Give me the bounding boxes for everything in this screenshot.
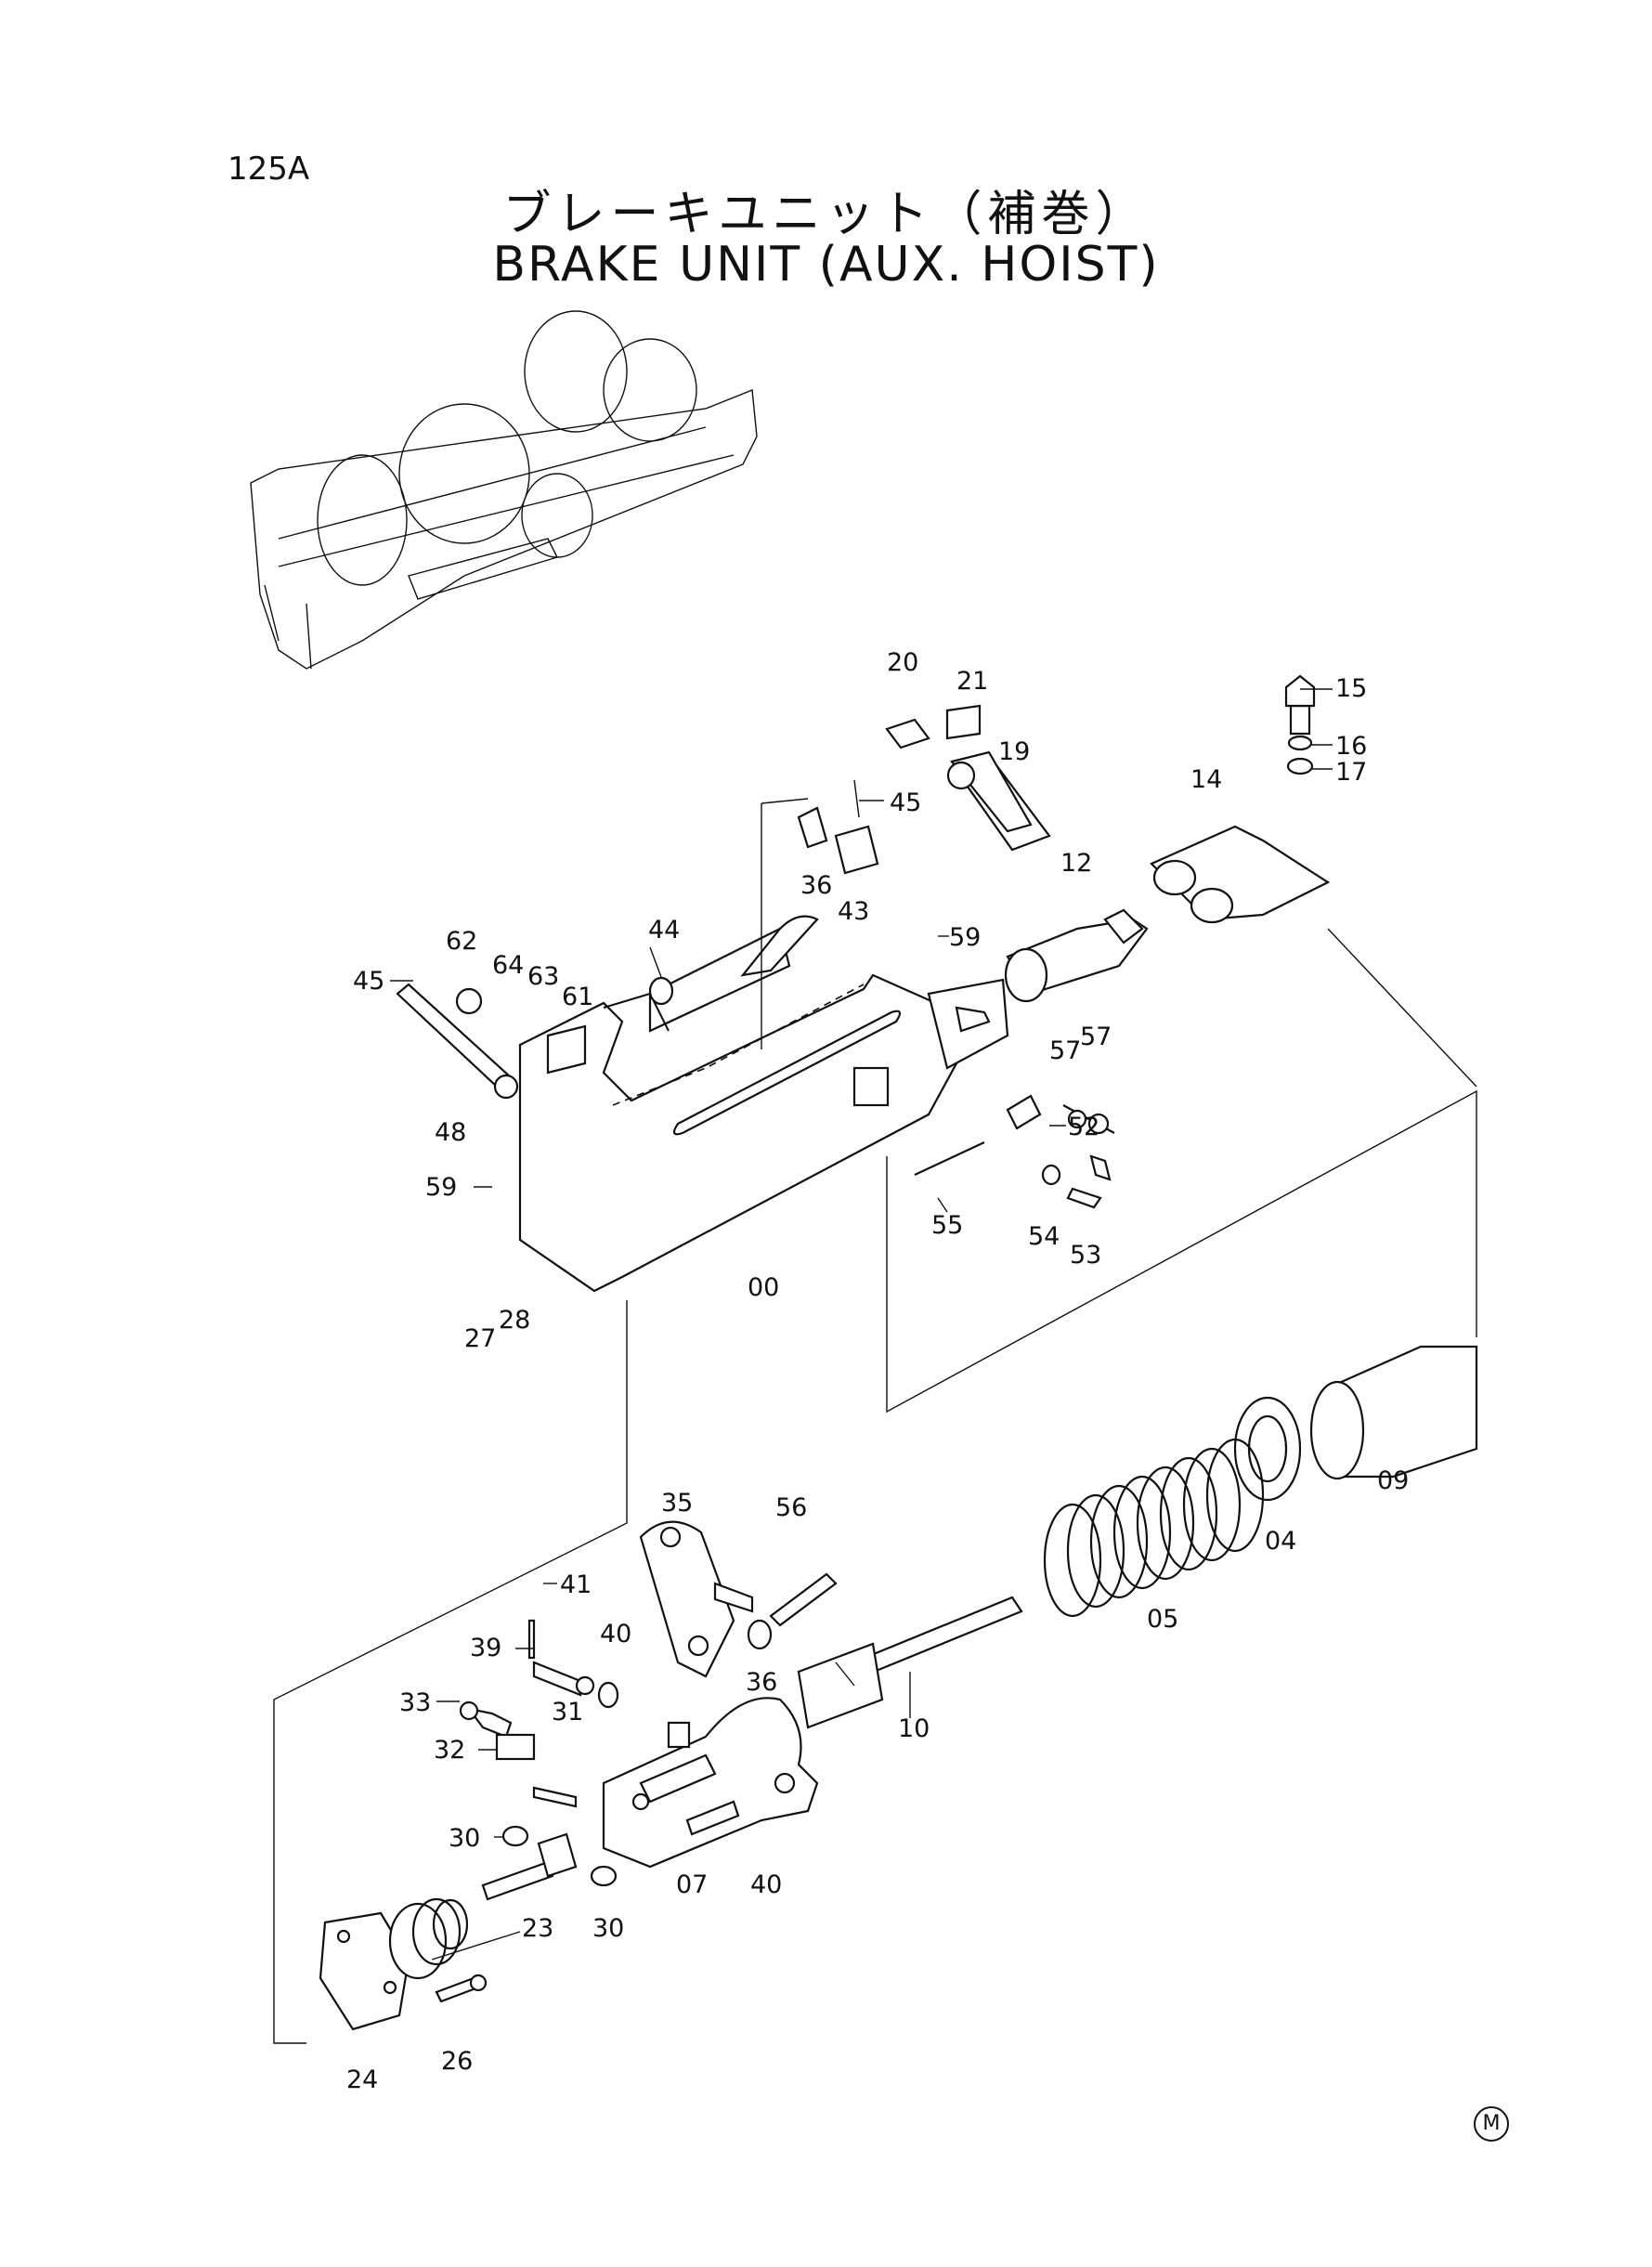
label-17: 17 (1335, 758, 1367, 787)
label-64: 64 (492, 951, 524, 980)
label-40: 40 (600, 1620, 631, 1648)
title-japanese: ブレーキユニット（補巻） (502, 187, 1150, 242)
label-44: 44 (648, 916, 680, 945)
small-hardware-parts (459, 1619, 619, 1901)
label-63: 63 (527, 962, 559, 991)
assembly-guide-lines (273, 798, 1477, 2044)
label-09: 09 (1377, 1466, 1409, 1495)
page-number: 125A (228, 150, 310, 188)
label-16: 16 (1335, 732, 1367, 761)
label-48: 48 (435, 1118, 466, 1147)
corner-mark: M (1474, 2106, 1509, 2142)
label-12: 12 (1060, 849, 1092, 878)
label-30b: 30 (592, 1914, 624, 1943)
label-39: 39 (470, 1634, 501, 1662)
label-07: 07 (676, 1870, 708, 1899)
brake-chamber-part (319, 1897, 488, 2031)
label-56: 56 (775, 1493, 807, 1522)
label-55: 55 (931, 1211, 963, 1240)
label-59b: 59 (425, 1173, 457, 1202)
label-26: 26 (441, 2047, 473, 2076)
label-leader-lines (390, 688, 1333, 1838)
lower-lever-parts (639, 1520, 838, 1678)
winch-overview-sketch (250, 310, 758, 670)
label-05: 05 (1147, 1605, 1178, 1634)
label-20: 20 (887, 648, 918, 677)
label-52: 52 (1068, 1113, 1099, 1141)
main-frame-part (518, 915, 1009, 1293)
label-36b: 36 (746, 1668, 777, 1697)
label-04: 04 (1265, 1527, 1296, 1556)
label-57a: 57 (1049, 1036, 1081, 1065)
label-54: 54 (1028, 1222, 1060, 1251)
label-45b: 45 (353, 967, 384, 996)
label-53: 53 (1070, 1241, 1101, 1270)
rod-part (797, 1596, 1023, 1729)
label-41: 41 (560, 1570, 592, 1599)
label-62: 62 (446, 927, 477, 956)
label-36: 36 (800, 871, 832, 900)
label-32: 32 (434, 1736, 465, 1765)
label-19: 19 (998, 737, 1030, 766)
label-59: 59 (949, 923, 981, 952)
top-upper-parts (396, 674, 1331, 1209)
label-40b: 40 (750, 1870, 782, 1899)
label-21: 21 (956, 667, 988, 696)
label-27: 27 (464, 1324, 496, 1353)
label-15: 15 (1335, 674, 1367, 703)
label-33: 33 (399, 1688, 431, 1717)
part-number-labels: 20 21 19 15 16 17 45 36 43 14 12 44 59 6… (346, 648, 1409, 2094)
label-14: 14 (1190, 765, 1222, 794)
label-10: 10 (898, 1714, 930, 1743)
label-31: 31 (552, 1698, 583, 1726)
label-61: 61 (562, 983, 593, 1011)
title-english: BRAKE UNIT (AUX. HOIST) (492, 237, 1160, 293)
label-28: 28 (499, 1306, 530, 1335)
spring-and-sleeve-parts (1043, 1345, 1478, 1618)
label-24: 24 (346, 2065, 378, 2094)
label-35: 35 (661, 1489, 693, 1518)
label-57b: 57 (1080, 1023, 1112, 1051)
label-30: 30 (449, 1824, 480, 1853)
label-00: 00 (748, 1273, 779, 1302)
label-23: 23 (522, 1914, 553, 1943)
label-45: 45 (890, 788, 921, 817)
lower-bracket-part (602, 1697, 819, 1869)
label-43: 43 (838, 897, 869, 926)
